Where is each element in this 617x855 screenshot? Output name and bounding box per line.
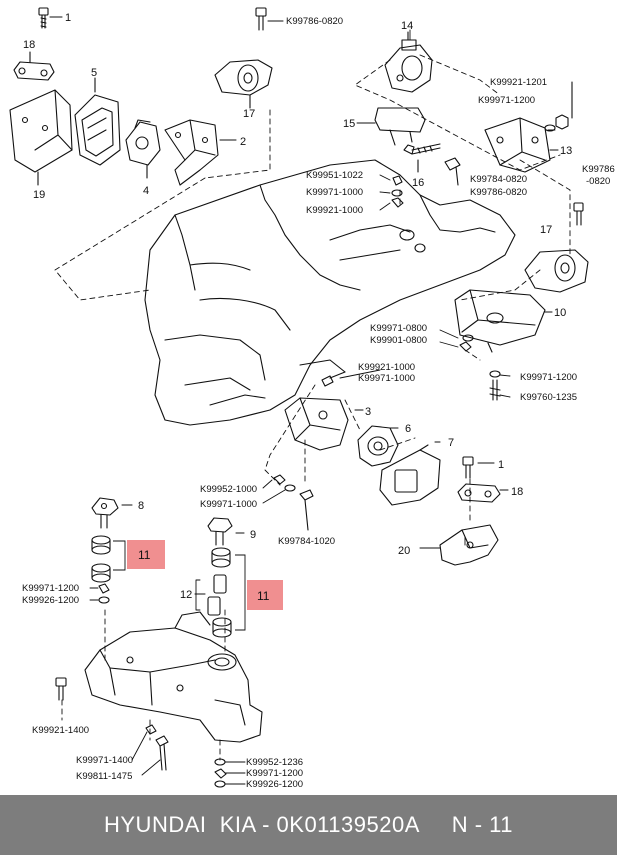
- ref-code: K99971-1000: [358, 373, 415, 384]
- plate-18-right: [457, 483, 509, 503]
- part-number-16: 16: [412, 177, 424, 189]
- leader-lines: [89, 29, 556, 785]
- insulator-5: [74, 77, 121, 166]
- ref-code: K99926-1200: [22, 595, 79, 606]
- mount-6: [357, 425, 399, 467]
- ref-code: K99786-0820: [286, 16, 343, 27]
- differential-carrier: [84, 611, 263, 743]
- parts-diagram: 1 18 5 19 4 2 17 14 15 16 13 17 10 3 6 7…: [9, 7, 615, 790]
- highlight-box-11-center: [247, 580, 283, 610]
- stopper-9: [207, 517, 245, 546]
- part-number-labels: 1 18 5 19 4 2 17 14 15 16 13 17 10 3 6 7…: [23, 12, 572, 603]
- part-number-2: 2: [240, 136, 246, 148]
- ref-code: K99786: [582, 164, 615, 175]
- ref-code: K99784-1020: [278, 536, 335, 547]
- guide-lines: [54, 54, 571, 761]
- bracket-2: [164, 119, 237, 186]
- part-number-4: 4: [143, 185, 149, 197]
- insulators-11-center: [211, 547, 232, 638]
- part-number-3: 3: [365, 406, 371, 418]
- bushing-17-top: [214, 7, 284, 109]
- bushing-17-right: [524, 202, 589, 293]
- part-number-5: 5: [91, 67, 97, 79]
- part-number-18-right: 18: [511, 486, 523, 498]
- insulator-7: [379, 441, 441, 506]
- part-number-9: 9: [250, 529, 256, 541]
- ref-code: K99971-1000: [306, 187, 363, 198]
- bracket-10: [454, 289, 553, 346]
- ref-code: -0820: [586, 176, 610, 187]
- ref-code: K99971-1000: [200, 499, 257, 510]
- part-number-15: 15: [343, 118, 355, 130]
- part-number-17-right: 17: [540, 224, 552, 236]
- ref-code: K99901-0800: [370, 335, 427, 346]
- ref-code: K99971-1200: [246, 768, 303, 779]
- mount-4: [125, 119, 161, 179]
- ref-code: K99971-1200: [22, 583, 79, 594]
- ref-code: K99952-1000: [200, 484, 257, 495]
- bracket-20: [419, 524, 499, 566]
- ref-code: K99760-1235: [520, 392, 577, 403]
- part-number-11-center: 11: [257, 589, 270, 603]
- highlight-boxes: [113, 540, 283, 631]
- ref-code: K99952-1236: [246, 757, 303, 768]
- insulators-11-left: [91, 535, 111, 583]
- mount-14: [384, 31, 433, 93]
- part-number-1-right: 1: [498, 459, 504, 471]
- bolt-921-1400: [55, 677, 67, 701]
- plate-18-top: [13, 51, 55, 81]
- part-number-14: 14: [401, 20, 413, 32]
- part-number-18: 18: [23, 39, 35, 51]
- ref-code: K99951-1022: [306, 170, 363, 181]
- part-number-11-left: 11: [138, 548, 151, 562]
- part-number-17: 17: [243, 108, 255, 120]
- nuts-stack-left: [98, 583, 110, 604]
- nuts-engine-left: [391, 175, 404, 208]
- part-number-8: 8: [138, 500, 144, 512]
- ref-code: K99971-1200: [520, 372, 577, 383]
- part-number-10: 10: [554, 307, 566, 319]
- ref-code: K99784-0820: [470, 174, 527, 185]
- part-number-1: 1: [65, 12, 71, 24]
- stopper-8: [91, 497, 133, 529]
- bracket-19: [9, 89, 73, 186]
- footer-label: HYUNDAI KIA - 0K01139520A N - 11: [104, 812, 513, 837]
- ref-code: K99786-0820: [470, 187, 527, 198]
- bracket-13: [484, 117, 559, 173]
- ref-code: K99921-1400: [32, 725, 89, 736]
- ref-code: K99811-1475: [76, 771, 132, 782]
- small-bolts-center: [321, 371, 346, 387]
- ref-code: K99971-1200: [478, 95, 535, 106]
- reference-code-labels: K99786-0820 K99921-1201 K99971-1200 K999…: [22, 16, 615, 790]
- ref-code: K99971-0800: [370, 323, 427, 334]
- bolt-1-right: [462, 456, 495, 479]
- part-number-7: 7: [448, 437, 454, 449]
- part-number-13: 13: [560, 145, 572, 157]
- bolt-1-top: [38, 7, 63, 29]
- part-number-20: 20: [398, 545, 410, 557]
- collar-bracket: [195, 579, 201, 611]
- bracket-3: [284, 397, 364, 451]
- ref-code: K99921-1000: [306, 205, 363, 216]
- bolts-lower-middle: [145, 724, 169, 771]
- part-number-12: 12: [180, 589, 192, 601]
- ref-code: K99926-1200: [246, 779, 303, 790]
- part-number-19: 19: [33, 189, 45, 201]
- nuts-bracket-10: [459, 334, 501, 401]
- washer-cluster-center: [273, 474, 314, 531]
- ref-code: K99921-1000: [358, 362, 415, 373]
- bolt-16: [403, 143, 441, 173]
- engine-block: [144, 159, 516, 426]
- ref-code: K99921-1201: [490, 77, 547, 88]
- highlight-box-11-left: [127, 540, 165, 569]
- ref-code: K99971-1400: [76, 755, 133, 766]
- washers-lower-right: [214, 758, 227, 788]
- nut-washer-top-right: [544, 81, 573, 132]
- part-number-6: 6: [405, 423, 411, 435]
- footer-bar: HYUNDAI KIA - 0K01139520A N - 11: [0, 795, 617, 855]
- bolt-784-0820: [444, 157, 461, 186]
- collars-12: [194, 574, 227, 616]
